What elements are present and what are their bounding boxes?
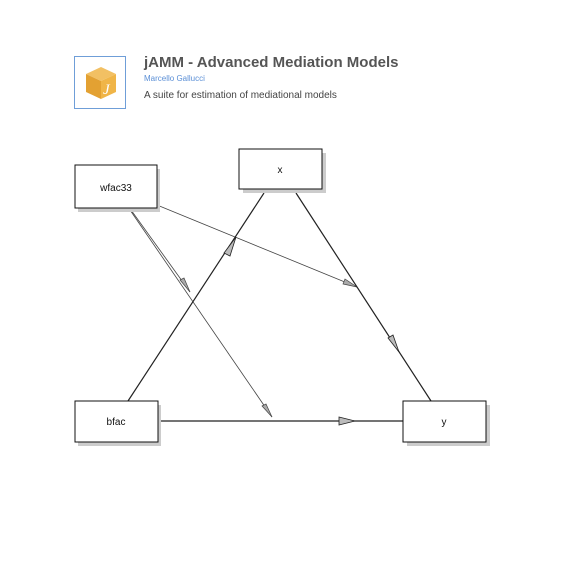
node-label-wfac33: wfac33 [99,183,132,194]
module-description: A suite for estimation of mediational mo… [144,90,337,101]
node-wfac33: wfac33 [74,164,160,212]
path-wfac33-bfac-y [130,209,191,293]
arrowhead-bfac-y [338,416,356,426]
module-logo: J [74,56,126,109]
node-label-x: x [278,165,283,176]
node-label-y: y [442,417,447,428]
jamm-cube-icon: J [86,67,116,99]
module-title: jAMM - Advanced Mediation Models [144,54,399,71]
svg-text:J: J [103,82,111,98]
node-x: x [238,148,326,193]
arrowhead-wfac33-to-xy [342,278,358,288]
node-label-bfac: bfac [107,417,126,428]
arrowhead-wfac33-to-bfacy [179,277,191,293]
node-bfac: bfac [74,400,161,446]
path-wfac33-y [129,209,273,418]
path-bfac-x [127,192,265,402]
arrowhead-wfac33-y [261,403,273,418]
path-x-y [295,192,432,402]
arrowhead-x-y [387,334,400,353]
module-header: J jAMM - Advanced Mediation Models Marce… [0,0,570,120]
path-wfac33-xy [156,204,358,288]
module-author: Marcello Gallucci [144,74,205,83]
arrowhead-bfac-x [223,236,237,257]
node-y: y [402,400,490,446]
